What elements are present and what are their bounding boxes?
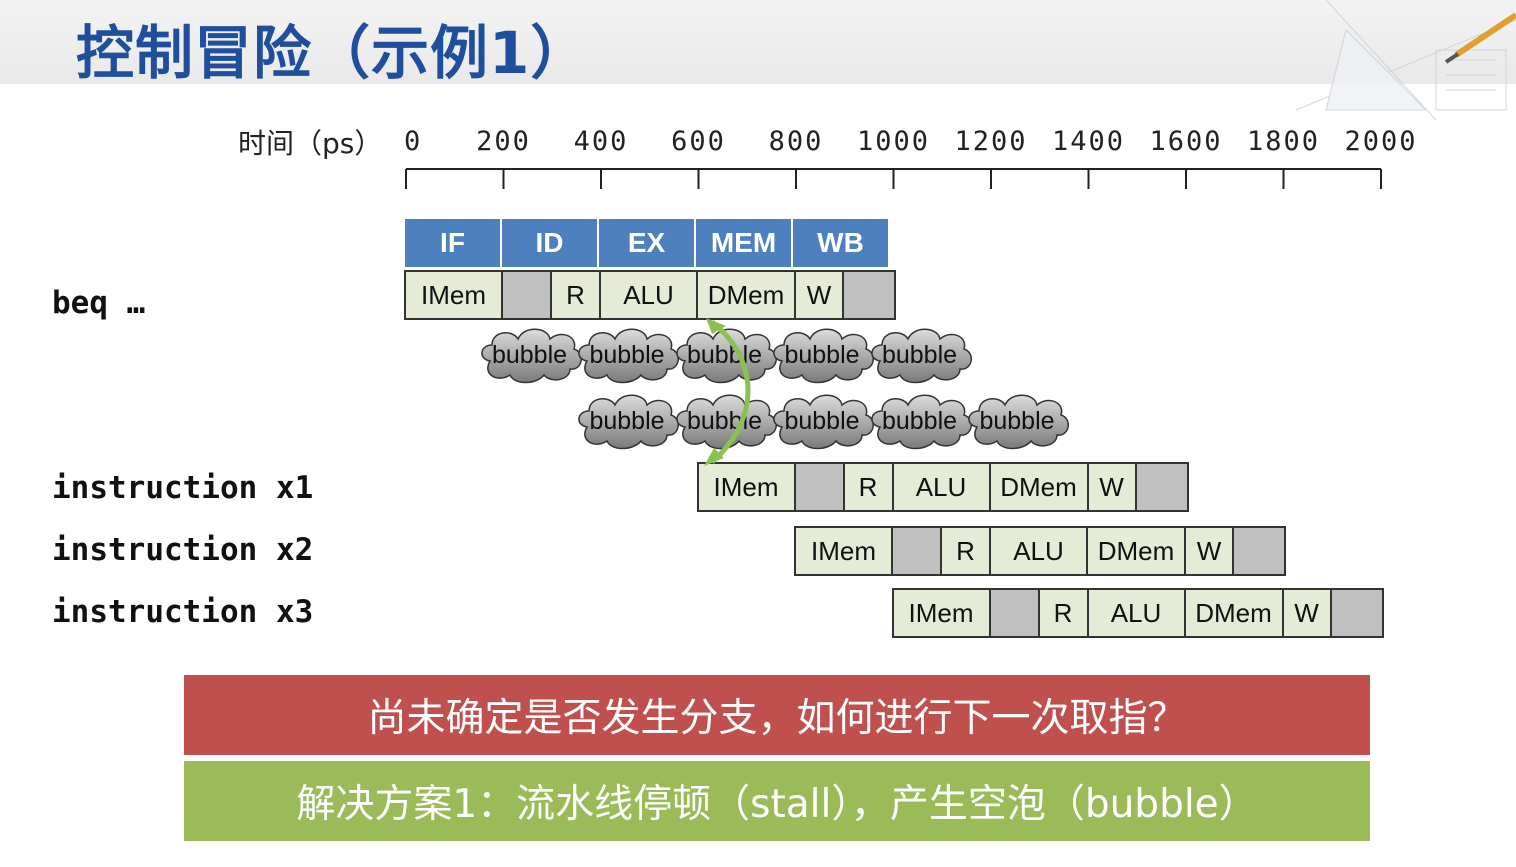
stage-cell-imem: IMem bbox=[406, 272, 503, 318]
bubble-label: bubble bbox=[784, 340, 860, 369]
tick-label: 1000 bbox=[856, 126, 931, 157]
instruction-label: instruction x2 bbox=[52, 532, 314, 568]
stage-if: IF bbox=[405, 219, 500, 267]
instruction-label: beq … bbox=[52, 285, 146, 321]
stage-cell-dmem: DMem bbox=[698, 272, 796, 318]
cloud-icon bbox=[773, 328, 874, 384]
bubble-label: bubble bbox=[589, 340, 665, 369]
bubble-cloud: bubble bbox=[673, 389, 777, 453]
empty-half-cell bbox=[503, 272, 552, 318]
question-banner: 尚未确定是否发生分支，如何进行下一次取指？ bbox=[184, 675, 1370, 755]
stage-cell-r: R bbox=[552, 272, 601, 318]
instruction-label: instruction x1 bbox=[52, 470, 314, 506]
cloud-icon bbox=[968, 394, 1069, 450]
stage-cell-dmem: DMem bbox=[1186, 590, 1284, 636]
empty-half-cell bbox=[990, 590, 1040, 636]
stage-cell-alu: ALU bbox=[991, 528, 1088, 574]
bubble-cloud: bubble bbox=[868, 389, 972, 453]
tick-label: 200 bbox=[476, 126, 531, 157]
bubble-label: bubble bbox=[881, 406, 958, 435]
stage-cell-imem: IMem bbox=[796, 528, 893, 574]
cloud-icon bbox=[578, 328, 679, 384]
tick-label: 600 bbox=[671, 126, 726, 157]
stage-cell-w: W bbox=[796, 272, 844, 318]
stage-wb: WB bbox=[793, 219, 888, 267]
empty-half-cell bbox=[795, 464, 845, 510]
bubble-label: bubble bbox=[686, 340, 763, 369]
stage-cell-dmem: DMem bbox=[1088, 528, 1186, 574]
time-axis-label: 时间（ps） bbox=[238, 127, 383, 160]
stage-cell-alu: ALU bbox=[1089, 590, 1186, 636]
cloud-icon bbox=[480, 328, 582, 384]
tick-label: 800 bbox=[768, 126, 824, 157]
bubble-label: bubble bbox=[979, 406, 1055, 435]
page-title: 控制冒险（示例1） bbox=[76, 19, 590, 87]
stage-id: ID bbox=[502, 219, 597, 267]
stage-cell-alu: ALU bbox=[894, 464, 991, 510]
time-axis bbox=[405, 168, 1382, 189]
stage-cell-w: W bbox=[1284, 590, 1332, 636]
cloud-icon bbox=[870, 394, 972, 450]
cloud-icon bbox=[870, 328, 972, 384]
title-band bbox=[0, 0, 1516, 84]
empty-half-cell bbox=[1331, 590, 1382, 636]
cloud-icon bbox=[578, 394, 679, 450]
bubble-cloud: bubble bbox=[575, 323, 679, 387]
bubble-label: bubble bbox=[784, 406, 860, 435]
empty-half-cell bbox=[844, 272, 894, 318]
bubble-label: bubble bbox=[686, 406, 763, 435]
stage-cell-alu: ALU bbox=[601, 272, 698, 318]
instruction-label: instruction x3 bbox=[52, 594, 314, 630]
bubble-cloud: bubble bbox=[868, 323, 972, 387]
empty-half-cell bbox=[893, 528, 942, 574]
tick-label: 1600 bbox=[1149, 126, 1223, 157]
stage-cell-imem: IMem bbox=[699, 464, 796, 510]
drafting-tools-decoration bbox=[1295, 0, 1516, 120]
bubble-cloud: bubble bbox=[965, 389, 1069, 453]
bubble-label: bubble bbox=[589, 406, 665, 435]
bubble-label: bubble bbox=[881, 340, 958, 369]
bubble-label: bubble bbox=[491, 340, 568, 369]
stage-cell-r: R bbox=[845, 464, 894, 510]
cloud-icon bbox=[773, 394, 874, 450]
empty-half-cell bbox=[1136, 464, 1187, 510]
tick-label: 0 bbox=[404, 126, 423, 157]
bubble-cloud: bubble bbox=[478, 323, 582, 387]
stage-cell-dmem: DMem bbox=[991, 464, 1089, 510]
stage-mem: MEM bbox=[696, 219, 791, 267]
stage-cell-r: R bbox=[942, 528, 991, 574]
tick-label: 2000 bbox=[1344, 126, 1418, 157]
empty-half-cell bbox=[1234, 528, 1284, 574]
bubble-cloud: bubble bbox=[770, 323, 874, 387]
stage-ex: EX bbox=[599, 219, 694, 267]
bubble-cloud: bubble bbox=[673, 323, 777, 387]
stage-cell-w: W bbox=[1089, 464, 1137, 510]
stage-cell-r: R bbox=[1040, 590, 1089, 636]
bubble-cloud: bubble bbox=[575, 389, 679, 453]
tick-label: 400 bbox=[573, 126, 629, 157]
stage-cell-w: W bbox=[1186, 528, 1234, 574]
stage-cell-imem: IMem bbox=[894, 590, 991, 636]
bubble-cloud: bubble bbox=[770, 389, 874, 453]
tick-label: 1800 bbox=[1246, 126, 1321, 157]
solution-banner: 解决方案1：流水线停顿（stall），产生空泡（bubble） bbox=[184, 761, 1370, 841]
tick-label: 1200 bbox=[954, 126, 1028, 157]
tick-label: 1400 bbox=[1051, 126, 1126, 157]
